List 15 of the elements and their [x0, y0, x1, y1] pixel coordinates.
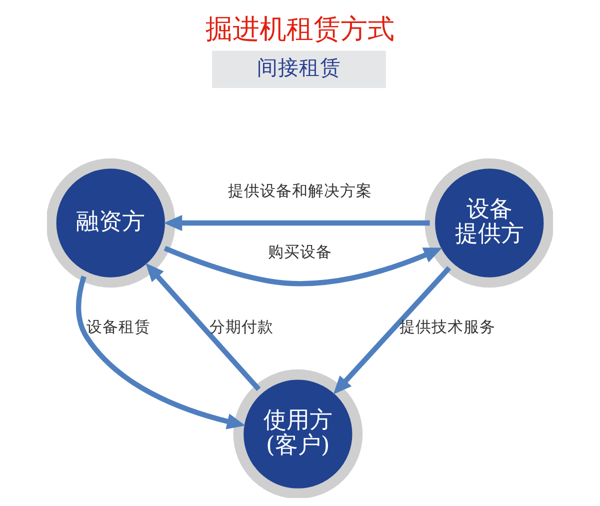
edge-label: 设备租赁 [86, 318, 150, 336]
node-circle: 设备提供方 [424, 158, 553, 288]
node-circle: 使用方(客户) [233, 369, 363, 498]
edge-label: 提供设备和解决方案 [228, 182, 372, 200]
arrow [146, 263, 261, 392]
arrow [164, 214, 430, 232]
edge-label: 购买设备 [268, 243, 332, 262]
label: 间接租赁 [256, 56, 341, 80]
arrow [76, 276, 246, 430]
edge-label: 分期付款 [210, 318, 274, 336]
edge-label: 提供技术服务 [399, 318, 496, 336]
arrow [333, 266, 452, 394]
diagram-title: 掘进机租赁方式 [206, 14, 394, 46]
node-circle: 融资方 [47, 158, 176, 288]
arrow [164, 246, 442, 286]
